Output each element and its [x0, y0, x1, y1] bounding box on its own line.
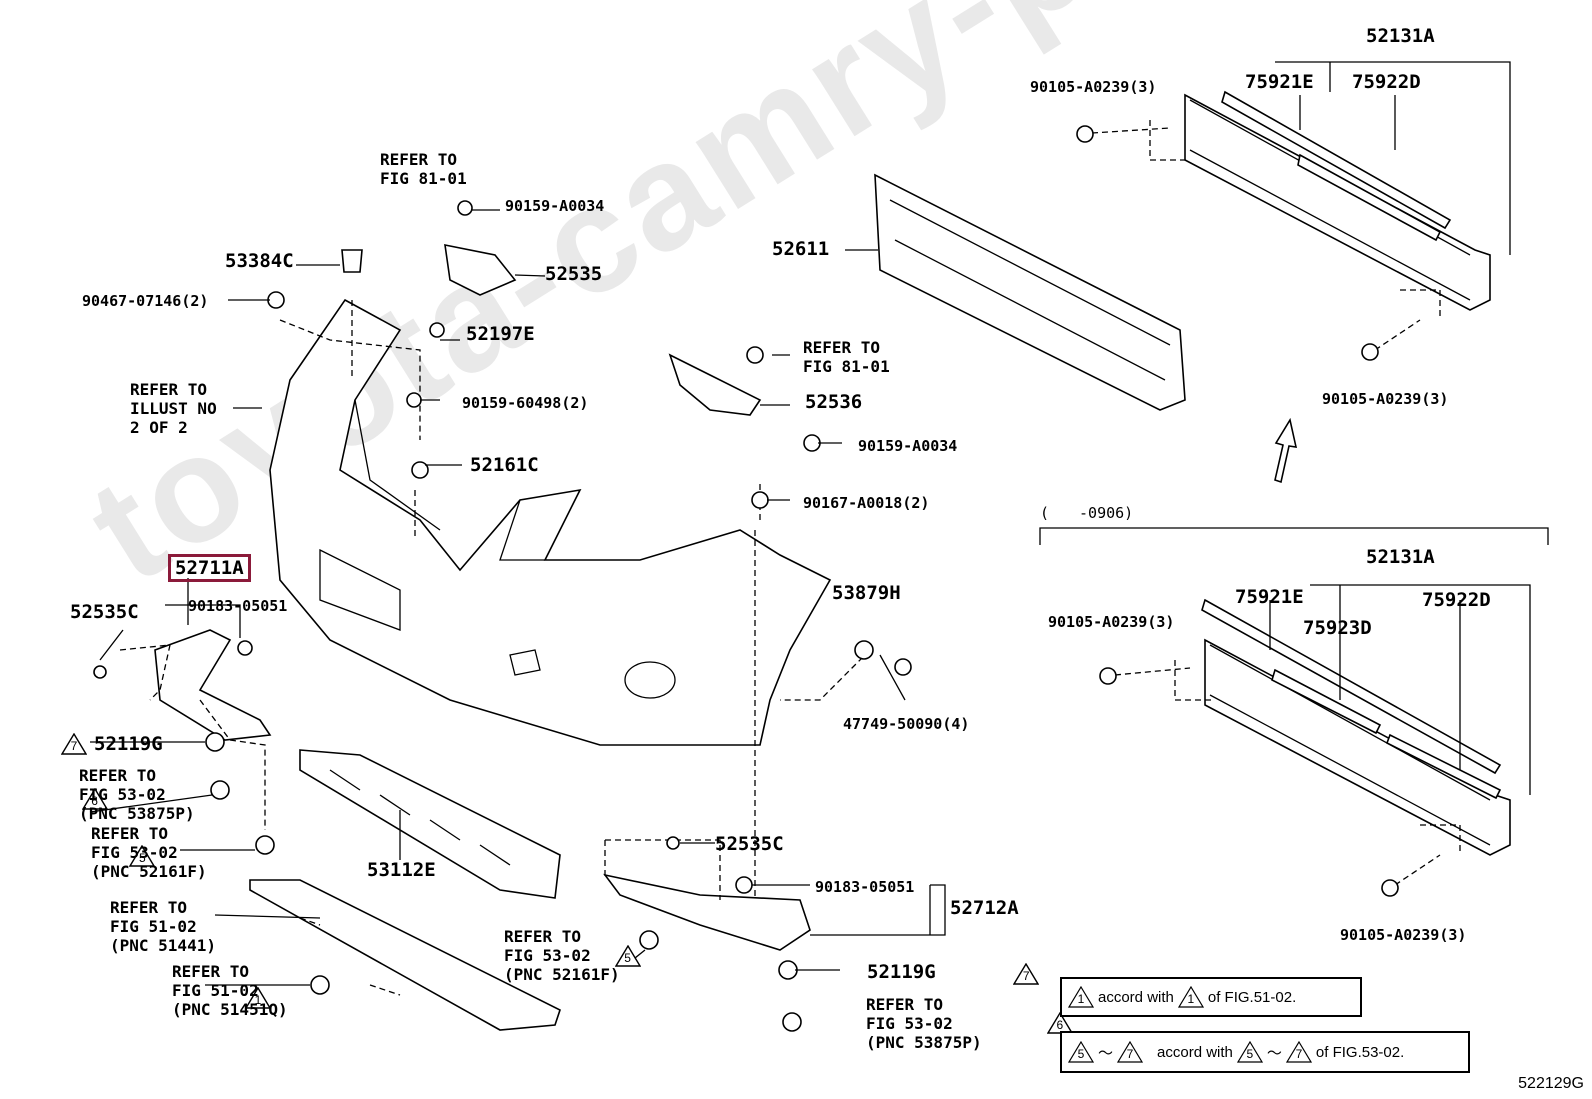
refer-fig-53-02-pnc-53875P-a: REFER TO FIG 53-02 (PNC 53875P)	[79, 766, 195, 823]
part-90159-A0034-b: 90159-A0034	[858, 437, 958, 455]
part-90183-05051-b: 90183-05051	[815, 878, 915, 896]
refer-fig-53-02-pnc-53875P-b: REFER TO FIG 53-02 (PNC 53875P)	[866, 995, 982, 1052]
part-90159-A0034-a: 90159-A0034	[505, 197, 605, 215]
refer-fig-53-02-pnc-52161F-a: REFER TO FIG 53-02 (PNC 52161F)	[91, 824, 207, 881]
part-52131A-bottom: 52131A	[1366, 546, 1435, 568]
part-75923D-bottom: 75923D	[1303, 617, 1372, 639]
arrow-up	[1274, 417, 1298, 484]
part-52161C: 52161C	[470, 454, 539, 476]
legend-1-triangle: 1	[1068, 986, 1094, 1008]
legend-note-1: 1 accord with 1 of FIG.51-02.	[1060, 977, 1362, 1017]
refer-illust-no-2-of-2: REFER TO ILLUST NO 2 OF 2	[130, 380, 217, 437]
triangle-note-5-a: 5	[129, 845, 156, 867]
triangle-note-6-a: 6	[81, 788, 108, 810]
legend-1-text-b: of FIG.51-02.	[1207, 988, 1297, 1006]
legend-2-text-a: accord with	[1157, 1043, 1233, 1061]
refer-fig-51-02-pnc-51441: REFER TO FIG 51-02 (PNC 51441)	[110, 898, 216, 955]
part-90167-A0018: 90167-A0018(2)	[803, 494, 930, 512]
triangle-note-7-a: 7	[61, 733, 87, 755]
retainer-52711A	[89, 578, 275, 855]
part-75922D-top: 75922D	[1352, 71, 1421, 93]
part-53879H: 53879H	[832, 582, 901, 604]
part-47749-50090: 47749-50090(4)	[843, 715, 970, 733]
figure-code: 522129G	[1518, 1075, 1584, 1092]
retainer-52712A	[603, 873, 811, 951]
bracket-52535	[444, 243, 517, 296]
legend-2-text-b: of FIG.53-02.	[1315, 1043, 1405, 1061]
part-52611: 52611	[772, 238, 830, 260]
part-52535C-b: 52535C	[715, 833, 784, 855]
part-90105-bottom-a: 90105-A0239(3)	[1048, 613, 1175, 631]
refer-fig-81-01-b: REFER TO FIG 81-01	[803, 338, 890, 376]
part-90183-05051-a: 90183-05051	[188, 597, 288, 615]
legend-2-tilde-b: ～	[1266, 1044, 1282, 1062]
part-75922D-bottom: 75922D	[1422, 589, 1491, 611]
reinforcement-top	[1076, 61, 1511, 361]
part-90105-top-b: 90105-A0239(3)	[1322, 390, 1449, 408]
part-90105-top-a: 90105-A0239(3)	[1030, 78, 1157, 96]
part-90467-07146: 90467-07146(2)	[82, 292, 209, 310]
triangle-note-6-b: 6	[1046, 1012, 1073, 1034]
reinforcement-bottom	[1099, 584, 1531, 897]
absorber-52611	[874, 173, 1186, 411]
undercover-51441	[249, 879, 561, 1031]
refer-fig-51-02-pnc-51451Q: REFER TO FIG 51-02 (PNC 51451Q)	[172, 962, 288, 1019]
part-52712A: 52712A	[950, 897, 1019, 919]
part-53384C: 53384C	[225, 250, 294, 272]
triangle-note-7-b: 7	[1013, 963, 1040, 985]
legend-1-text-a: accord with	[1098, 988, 1174, 1006]
legend-2-triangle-c: 5	[1236, 1041, 1263, 1063]
legend-2-tilde-a: ～	[1098, 1044, 1114, 1062]
legend-2-triangle-d: 7	[1285, 1041, 1312, 1063]
part-52535: 52535	[545, 263, 603, 285]
legend-2-triangle-b: 7	[1117, 1041, 1144, 1063]
part-90159-60498: 90159-60498(2)	[462, 394, 589, 412]
bracket-52536	[668, 353, 762, 416]
part-52197E: 52197E	[466, 323, 535, 345]
variant-label: ( -0906)	[1040, 504, 1134, 522]
bumper-cover	[269, 298, 832, 746]
refer-fig-53-02-pnc-52161F-b: REFER TO FIG 53-02 (PNC 52161F)	[504, 927, 620, 984]
triangle-note-1-a: 1	[244, 987, 271, 1009]
legend-note-5-7: 5 ～ 7 accord with 5 ～ 7 of FIG.53-02.	[1060, 1031, 1470, 1073]
grille-53112E	[299, 749, 561, 899]
refer-fig-81-01-a: REFER TO FIG 81-01	[380, 150, 467, 188]
part-53112E: 53112E	[367, 859, 436, 881]
part-75921E-bottom: 75921E	[1235, 586, 1304, 608]
part-90105-bottom-b: 90105-A0239(3)	[1340, 926, 1467, 944]
part-75921E-top: 75921E	[1245, 71, 1314, 93]
part-52119G-b: 52119G	[867, 961, 936, 983]
part-52711A-highlighted[interactable]: 52711A	[168, 554, 251, 582]
part-52536: 52536	[805, 391, 863, 413]
triangle-note-5-b: 5	[614, 945, 641, 967]
part-52131A-top: 52131A	[1366, 25, 1435, 47]
legend-1-triangle-b: 1	[1177, 986, 1204, 1008]
legend-2-triangle-a: 5	[1068, 1041, 1094, 1063]
part-52535C-a: 52535C	[70, 601, 139, 623]
part-52119G-a: 52119G	[94, 733, 163, 755]
